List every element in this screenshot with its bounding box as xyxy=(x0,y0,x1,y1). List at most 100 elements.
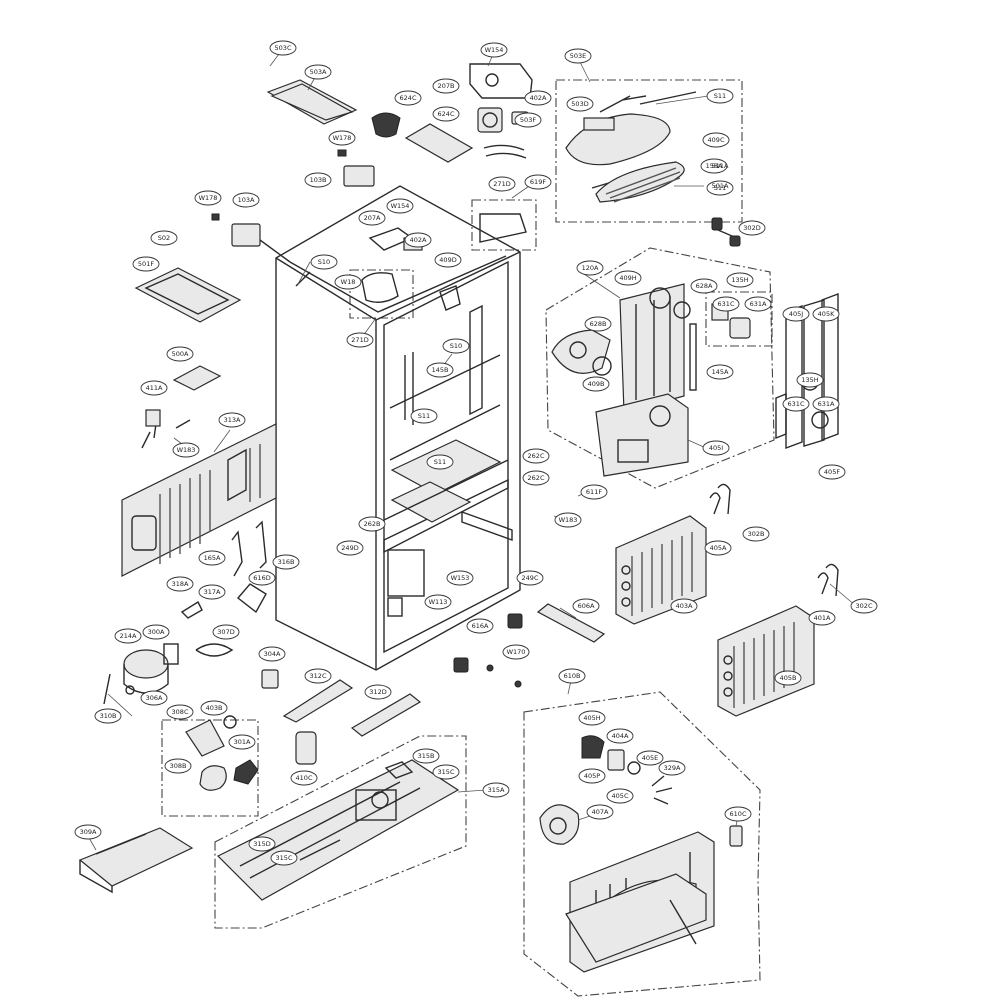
callout: 145A xyxy=(706,364,734,380)
svg-text:135H: 135H xyxy=(731,276,748,284)
callout: 158A xyxy=(700,158,728,174)
callout: 405H xyxy=(578,710,606,726)
callout: 411A xyxy=(140,380,168,396)
callout: 300A xyxy=(142,624,170,640)
callout: 405F xyxy=(818,464,846,480)
callout: 410C xyxy=(290,770,318,786)
group-top-right-lamp xyxy=(555,79,743,223)
svg-text:S11: S11 xyxy=(714,92,726,100)
callout: 503A xyxy=(304,64,332,80)
svg-text:207B: 207B xyxy=(438,82,455,90)
callout: W183 xyxy=(554,512,582,528)
callout: 405B xyxy=(774,670,802,686)
callout: 207B xyxy=(432,78,460,94)
callout: 619F xyxy=(524,174,552,190)
callout: 503D xyxy=(566,96,594,112)
callout: 405P xyxy=(578,768,606,784)
callout: 403B xyxy=(200,700,228,716)
callout: 405A xyxy=(704,540,732,556)
evaporator-lower xyxy=(717,563,839,717)
callout: 308B xyxy=(164,758,192,774)
svg-text:207A: 207A xyxy=(364,214,381,222)
callout: 405J xyxy=(782,306,810,322)
callout: 135H xyxy=(796,372,824,388)
callout: 501A xyxy=(712,182,729,190)
ice-dispenser-assembly xyxy=(539,735,743,973)
callout: 631C xyxy=(782,396,810,412)
callout: 315C xyxy=(270,850,298,866)
svg-text:W154: W154 xyxy=(391,202,410,210)
svg-text:312C: 312C xyxy=(310,672,327,680)
callout: 262B xyxy=(358,516,386,532)
callout: 207A xyxy=(358,210,386,226)
svg-text:310B: 310B xyxy=(100,712,117,720)
callout: 103B xyxy=(304,172,332,188)
callout: S11 xyxy=(426,454,454,470)
svg-text:S11: S11 xyxy=(714,184,726,192)
svg-text:301A: 301A xyxy=(234,738,251,746)
callout: 401A xyxy=(808,610,836,626)
callout: 249D xyxy=(336,540,364,556)
svg-text:610C: 610C xyxy=(730,810,747,818)
callout: 610C xyxy=(724,806,752,822)
svg-text:315D: 315D xyxy=(253,840,270,848)
svg-text:405K: 405K xyxy=(818,310,835,318)
svg-text:329A: 329A xyxy=(664,764,681,772)
svg-text:315B: 315B xyxy=(418,752,435,760)
callout: 624C xyxy=(432,106,460,122)
callout: 165A xyxy=(198,550,226,566)
svg-text:410C: 410C xyxy=(296,774,313,782)
svg-text:405H: 405H xyxy=(583,714,600,722)
callout: 402A xyxy=(404,232,432,248)
svg-text:W183: W183 xyxy=(177,446,196,454)
svg-text:W170: W170 xyxy=(507,648,526,656)
callout: 308C xyxy=(166,704,194,720)
callout: 313A xyxy=(218,412,246,428)
callout: 500A xyxy=(166,346,194,362)
svg-text:500A: 500A xyxy=(172,350,189,358)
svg-text:300A: 300A xyxy=(148,628,165,636)
svg-text:405A: 405A xyxy=(710,544,727,552)
svg-text:511A: 511A xyxy=(712,162,729,170)
svg-text:307D: 307D xyxy=(217,628,234,636)
svg-text:404A: 404A xyxy=(612,732,629,740)
callout: S11 xyxy=(410,408,438,424)
svg-text:S02: S02 xyxy=(158,234,170,242)
svg-text:403A: 403A xyxy=(676,602,693,610)
callout: 271D xyxy=(488,176,516,192)
callout: 405E xyxy=(636,750,664,766)
callout: W178 xyxy=(194,190,222,206)
svg-text:103A: 103A xyxy=(238,196,255,204)
callout: 407A xyxy=(586,804,614,820)
callout: W153 xyxy=(446,570,474,586)
callout: 511A xyxy=(712,162,729,170)
svg-text:308B: 308B xyxy=(170,762,187,770)
svg-text:405J: 405J xyxy=(789,310,803,318)
svg-text:262C: 262C xyxy=(528,452,545,460)
callout: 271D xyxy=(346,332,374,348)
group-ice-dispenser xyxy=(523,691,761,997)
callout: W154 xyxy=(480,42,508,58)
svg-text:405C: 405C xyxy=(612,792,629,800)
svg-text:503F: 503F xyxy=(520,116,536,124)
callout: 135H xyxy=(726,272,754,288)
svg-text:405E: 405E xyxy=(642,754,659,762)
svg-text:503C: 503C xyxy=(275,44,292,52)
svg-text:409B: 409B xyxy=(588,380,605,388)
svg-text:306A: 306A xyxy=(146,694,163,702)
group-evaporator-cover xyxy=(545,247,775,489)
callout: 405I xyxy=(702,440,730,456)
callout: 317A xyxy=(198,584,226,600)
callout: 307D xyxy=(212,624,240,640)
callout: 409C xyxy=(702,132,730,148)
callout: 316B xyxy=(272,554,300,570)
svg-text:631A: 631A xyxy=(818,400,835,408)
group-top-hinge xyxy=(471,199,537,251)
callout: 214A xyxy=(114,628,142,644)
callout: 409D xyxy=(434,252,462,268)
svg-text:158A: 158A xyxy=(706,162,723,170)
svg-text:103B: 103B xyxy=(310,176,327,184)
callout: 624C xyxy=(394,90,422,106)
callout: S11 xyxy=(706,88,734,104)
callout: 409H xyxy=(614,270,642,286)
